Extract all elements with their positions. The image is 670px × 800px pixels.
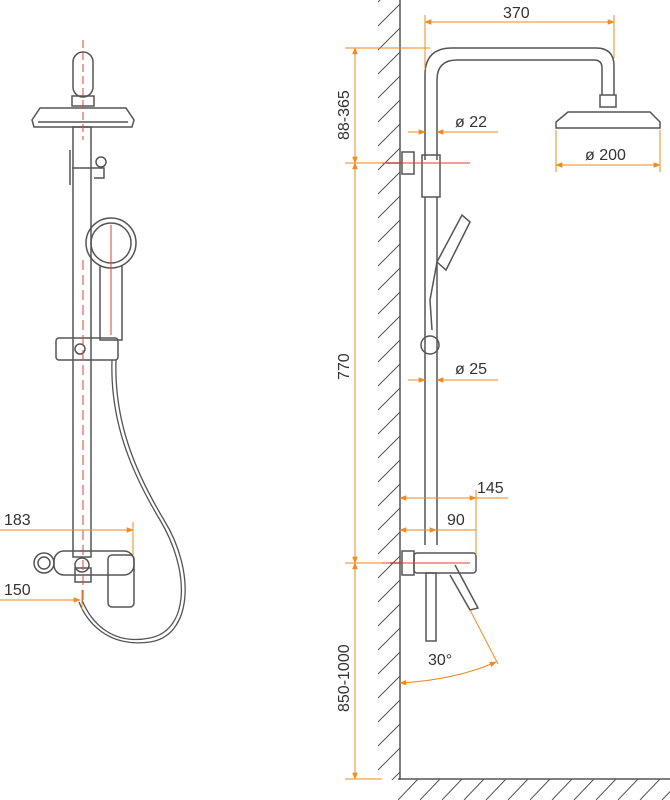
wall-hatch-line <box>378 627 400 651</box>
front-view <box>31 51 186 644</box>
wall-hatch-line <box>378 747 400 771</box>
side-spout <box>425 572 437 642</box>
label-side-30-deg: 30° <box>428 652 452 669</box>
front-hose <box>81 359 183 641</box>
label-front-183: 183 <box>4 512 31 529</box>
label-side-dia-22: ø 22 <box>455 114 487 131</box>
label-side-145: 145 <box>477 480 504 497</box>
floor-hatch-line <box>639 778 661 800</box>
side-column-joint <box>421 154 441 198</box>
floor-hatch-line <box>617 778 639 800</box>
wall-hatch-line <box>378 195 400 219</box>
front-upper-bracket <box>69 150 105 185</box>
front-mixer-outlet <box>74 557 90 573</box>
wall-hatch-line <box>378 99 400 123</box>
label-side-88-365: 88-365 <box>336 90 353 140</box>
wall-hatch-line <box>378 147 400 171</box>
wall-hatch-line <box>378 387 400 411</box>
floor-hatch-line <box>463 778 485 800</box>
side-dimensions <box>345 15 661 780</box>
wall-hatch-line <box>378 723 400 747</box>
wall-hatch-line <box>378 363 400 387</box>
wall-hatch-line <box>378 579 400 603</box>
floor-hatch-line <box>551 778 573 800</box>
front-mixer-lever <box>107 554 135 608</box>
side-slider <box>420 335 440 355</box>
front-slider <box>55 337 119 361</box>
wall-hatch-line <box>378 291 400 315</box>
floor <box>398 778 670 800</box>
front-left-eccentric <box>33 552 55 574</box>
floor-hatch-line <box>507 778 529 800</box>
side-shower-arm <box>424 47 615 160</box>
wall-hatch-line <box>378 435 400 459</box>
wall-hatch-line <box>378 315 400 339</box>
wall-hatch-line <box>378 603 400 627</box>
wall-hatch-line <box>378 123 400 147</box>
wall-hatch-line <box>378 507 400 531</box>
wall-hatch-line <box>378 675 400 699</box>
front-shower-pipe <box>72 126 92 558</box>
floor-hatch-line <box>419 778 441 800</box>
wall <box>378 0 401 800</box>
front-rain-head <box>31 107 135 128</box>
wall-hatch-line <box>391 771 400 780</box>
wall-hatch-line <box>378 699 400 723</box>
label-side-dia-200: ø 200 <box>585 147 626 164</box>
front-centerlines <box>82 40 112 600</box>
label-side-370: 370 <box>503 5 530 22</box>
front-hand-shower-handle <box>99 266 123 341</box>
wall-hatch-line <box>378 483 400 507</box>
front-bracket-knob <box>95 156 107 168</box>
floor-hatch-line <box>398 778 419 800</box>
wall-hatch-line <box>378 3 400 27</box>
floor-hatch-line <box>529 778 551 800</box>
wall-hatch-line <box>378 459 400 483</box>
wall-hatch-line <box>378 51 400 75</box>
wall-hatch-line <box>378 531 400 555</box>
wall-hatch-line <box>378 555 400 579</box>
side-rain-head-collar <box>599 94 617 108</box>
side-view <box>386 47 661 642</box>
floor-hatch-line <box>441 778 463 800</box>
side-centerlines <box>380 162 470 564</box>
wall-hatch-line <box>378 796 400 800</box>
wall-hatch-line <box>378 219 400 243</box>
wall-hatch-line <box>378 339 400 363</box>
wall-hatch-line <box>378 27 400 51</box>
label-side-850-1000: 850-1000 <box>336 644 353 712</box>
side-hand-shower <box>436 213 471 272</box>
wall-hatch-line <box>378 0 381 3</box>
wall-hatch-line <box>378 411 400 435</box>
side-mixer-lever <box>449 564 480 611</box>
label-front-150: 150 <box>4 582 31 599</box>
label-side-dia-25: ø 25 <box>455 361 487 378</box>
wall-hatch-line <box>378 171 400 195</box>
floor-hatch-line <box>573 778 595 800</box>
floor-hatch-line <box>661 790 670 800</box>
label-side-90: 90 <box>447 512 465 529</box>
wall-hatch-line <box>378 267 400 291</box>
wall-hatch-line <box>378 75 400 99</box>
wall-hatch-line <box>378 651 400 675</box>
front-dimensions <box>0 522 134 610</box>
floor-hatch-line <box>485 778 507 800</box>
label-side-770: 770 <box>336 353 353 380</box>
wall-hatch-line <box>378 243 400 267</box>
floor-hatch-line <box>595 778 617 800</box>
side-rain-head <box>555 111 661 129</box>
